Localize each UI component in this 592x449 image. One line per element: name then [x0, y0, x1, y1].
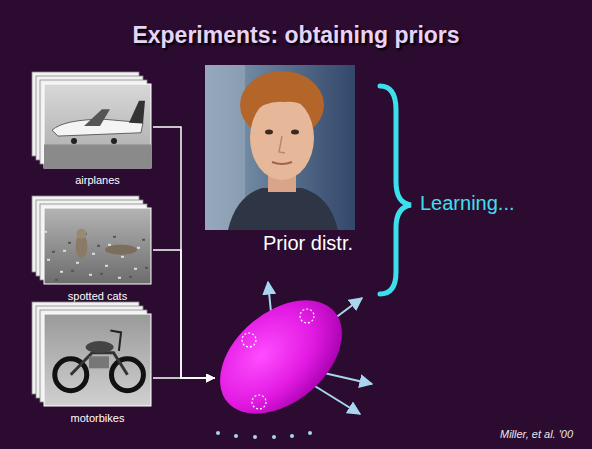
picture-detail [71, 270, 74, 272]
image-stack: spotted cats [28, 194, 153, 302]
category-label: airplanes [28, 70, 151, 186]
photo [44, 314, 151, 406]
category-label: motorbikes [28, 300, 151, 424]
picture-detail [44, 231, 47, 233]
picture-detail [44, 84, 151, 168]
picture-detail [71, 138, 77, 144]
citation: Miller, et al. '00 [500, 428, 573, 440]
image-stack-picture [28, 194, 153, 286]
slide-title: Experiments: obtaining priors [0, 22, 592, 49]
face-photo [279, 136, 285, 153]
picture-detail [47, 259, 50, 261]
ellipsis-dots [272, 435, 276, 439]
picture-detail [55, 279, 58, 281]
face-photo [205, 65, 355, 230]
face-photo [272, 162, 292, 164]
picture-detail [121, 256, 124, 258]
face-photo [265, 130, 273, 135]
picture-detail [76, 229, 86, 239]
category-label: spotted cats [28, 194, 151, 302]
picture-detail [142, 239, 145, 241]
picture-detail [92, 253, 95, 255]
distribution-ellipsoid [215, 232, 355, 418]
sample-point [252, 395, 266, 409]
bracket-label: Learning... [420, 192, 515, 215]
picture-detail [71, 353, 128, 375]
picture-detail [52, 251, 55, 253]
connector-arrow [153, 250, 215, 378]
face-photo [291, 130, 299, 135]
image-stack-picture [28, 70, 153, 170]
ellipsis-dots [290, 434, 294, 438]
picture-detail [129, 101, 145, 124]
picture-detail [129, 276, 132, 278]
picture-detail [113, 236, 116, 238]
connector-arrow [153, 127, 215, 378]
node-heading: Prior distr. [215, 232, 355, 255]
sample-point [300, 309, 314, 323]
picture-detail [118, 277, 121, 279]
face-photo [205, 65, 355, 230]
picture-detail [108, 244, 111, 246]
curly-brace [380, 86, 411, 294]
picture-detail [63, 250, 66, 252]
picture-detail [84, 109, 110, 126]
image-stack: airplanes [28, 70, 153, 186]
ellipsoid [215, 278, 355, 418]
picture-detail [105, 245, 137, 255]
picture-detail [68, 242, 71, 244]
picture-detail [134, 268, 137, 270]
ellipsis-dots [253, 435, 257, 439]
picture-detail [97, 245, 100, 247]
ellipsis-dots [308, 431, 312, 435]
picture-detail [111, 138, 117, 144]
picture-detail [44, 208, 151, 284]
picture-detail [89, 356, 109, 368]
picture-detail [76, 262, 79, 264]
picture-detail [86, 341, 114, 353]
sample-point [242, 333, 256, 347]
image-stack-picture [28, 300, 153, 408]
picture-detail [137, 247, 140, 249]
face-photo [250, 88, 316, 118]
picture-detail [145, 267, 148, 269]
photo [44, 208, 151, 284]
picture-detail [100, 273, 103, 275]
connector-arrow [153, 377, 215, 379]
picture-detail [60, 271, 63, 273]
image-stack: motorbikes [28, 300, 153, 424]
picture-detail [89, 274, 92, 276]
face-photo [228, 188, 338, 230]
picture-detail [44, 314, 151, 406]
ellipsis-dots [234, 434, 238, 438]
ellipsis-dots [216, 431, 312, 439]
picture-detail [44, 144, 151, 168]
ellipsis-dots [216, 431, 220, 435]
prior-distribution: Prior distr. [215, 232, 355, 418]
picture-detail [110, 331, 121, 351]
picture-detail [105, 265, 108, 267]
face-photo [250, 96, 314, 180]
photo [44, 84, 151, 168]
